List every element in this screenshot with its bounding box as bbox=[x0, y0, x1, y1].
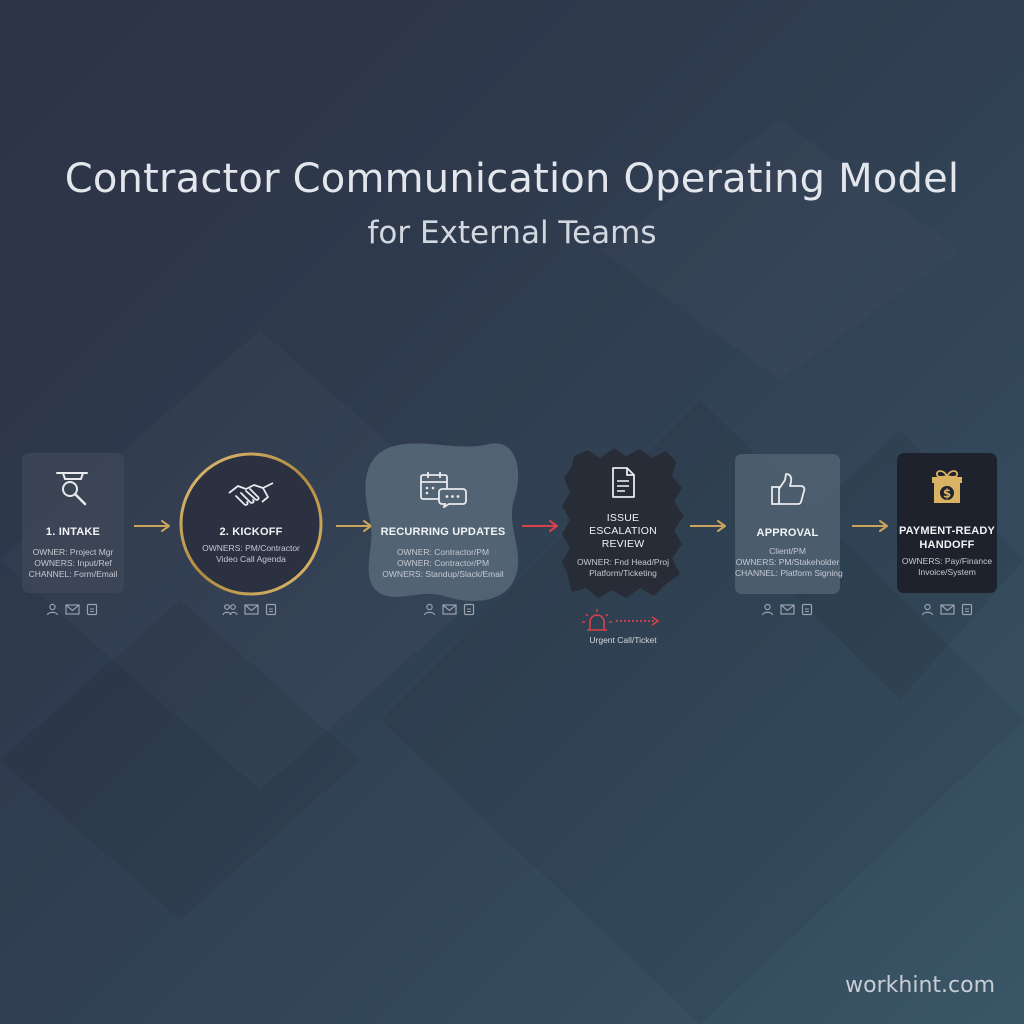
mail-icon bbox=[780, 604, 795, 615]
mail-icon bbox=[244, 604, 259, 615]
step-issue-escalation-details: OWNER: Fnd Head/Proj Platform/Ticketing bbox=[576, 557, 670, 578]
step-recurring-updates-details: OWNER: Contractor/PM OWNER: Contractor/P… bbox=[382, 547, 504, 579]
step-intake-details: OWNER: Project Mgr OWNERS: Input/Ref CHA… bbox=[28, 547, 118, 579]
document-icon bbox=[463, 603, 475, 616]
mail-icon bbox=[65, 604, 80, 615]
document-icon bbox=[609, 466, 637, 505]
gift-dollar-icon: $ bbox=[927, 467, 967, 512]
arrow-1 bbox=[134, 520, 170, 532]
step-kickoff: 2. KICKOFF OWNERS: PM/Contractor Video C… bbox=[178, 451, 324, 597]
escalation-note bbox=[582, 609, 660, 631]
step-issue-escalation-shape bbox=[562, 448, 684, 598]
step-recurring-updates-title: RECURRING UPDATES bbox=[380, 526, 506, 538]
step-issue-escalation: ISSUE ESCALATION REVIEW OWNER: Fnd Head/… bbox=[560, 446, 686, 600]
step-approval-details: Client/PM OWNERS: PM/Stakeholder CHANNEL… bbox=[735, 546, 843, 578]
step-approval-footer-icons bbox=[761, 603, 813, 616]
calendar-chat-icon bbox=[418, 470, 468, 513]
arrow-2 bbox=[336, 520, 372, 532]
page-title: Contractor Communication Operating Model bbox=[64, 156, 960, 202]
page-subtitle: for External Teams bbox=[367, 215, 657, 251]
step-kickoff-footer-icons bbox=[222, 603, 277, 616]
step-kickoff-circle bbox=[179, 452, 323, 596]
step-payment-handoff-footer-icons bbox=[921, 603, 973, 616]
person-icon bbox=[921, 603, 934, 616]
step-recurring-updates: RECURRING UPDATES OWNER: Contractor/PM O… bbox=[364, 440, 522, 604]
svg-text:$: $ bbox=[943, 487, 951, 501]
step-recurring-updates-footer-icons bbox=[423, 603, 475, 616]
document-icon bbox=[86, 603, 98, 616]
handshake-icon bbox=[226, 477, 276, 516]
search-icon bbox=[53, 469, 93, 512]
step-payment-handoff: $ PAYMENT-READY HANDOFF OWNERS: Pay/Fina… bbox=[897, 453, 997, 593]
arrow-4 bbox=[690, 520, 726, 532]
alarm-icon bbox=[582, 609, 612, 631]
step-kickoff-title: 2. KICKOFF bbox=[219, 526, 283, 538]
person-icon bbox=[423, 603, 436, 616]
step-payment-handoff-title: PAYMENT-READY HANDOFF bbox=[898, 525, 996, 551]
document-icon bbox=[265, 603, 277, 616]
step-intake: 1. INTAKE OWNER: Project Mgr OWNERS: Inp… bbox=[22, 453, 124, 593]
step-recurring-updates-blob bbox=[365, 443, 519, 602]
thumbs-up-icon bbox=[769, 472, 807, 513]
step-issue-escalation-title: ISSUE ESCALATION REVIEW bbox=[589, 512, 657, 550]
step-approval: APPROVAL Client/PM OWNERS: PM/Stakeholde… bbox=[735, 454, 843, 594]
document-icon bbox=[961, 603, 973, 616]
step-intake-title: 1. INTAKE bbox=[45, 526, 101, 538]
arrow-3-escalation bbox=[522, 520, 558, 532]
step-payment-handoff-details: OWNERS: Pay/Finance Invoice/System bbox=[901, 556, 993, 577]
person-icon bbox=[46, 603, 59, 616]
person-icon bbox=[761, 603, 774, 616]
step-intake-card bbox=[22, 453, 124, 593]
watermark: workhint.com bbox=[845, 973, 995, 998]
step-approval-title: APPROVAL bbox=[756, 527, 819, 539]
mail-icon bbox=[442, 604, 457, 615]
people-icon bbox=[222, 604, 238, 616]
step-approval-card bbox=[735, 454, 840, 594]
mail-icon bbox=[940, 604, 955, 615]
step-kickoff-details: OWNERS: PM/Contractor Video Call Agenda bbox=[202, 543, 300, 564]
escalation-label: Urgent Call/Ticket bbox=[589, 635, 657, 645]
document-icon bbox=[801, 603, 813, 616]
arrow-5 bbox=[852, 520, 888, 532]
step-intake-footer-icons bbox=[46, 603, 98, 616]
